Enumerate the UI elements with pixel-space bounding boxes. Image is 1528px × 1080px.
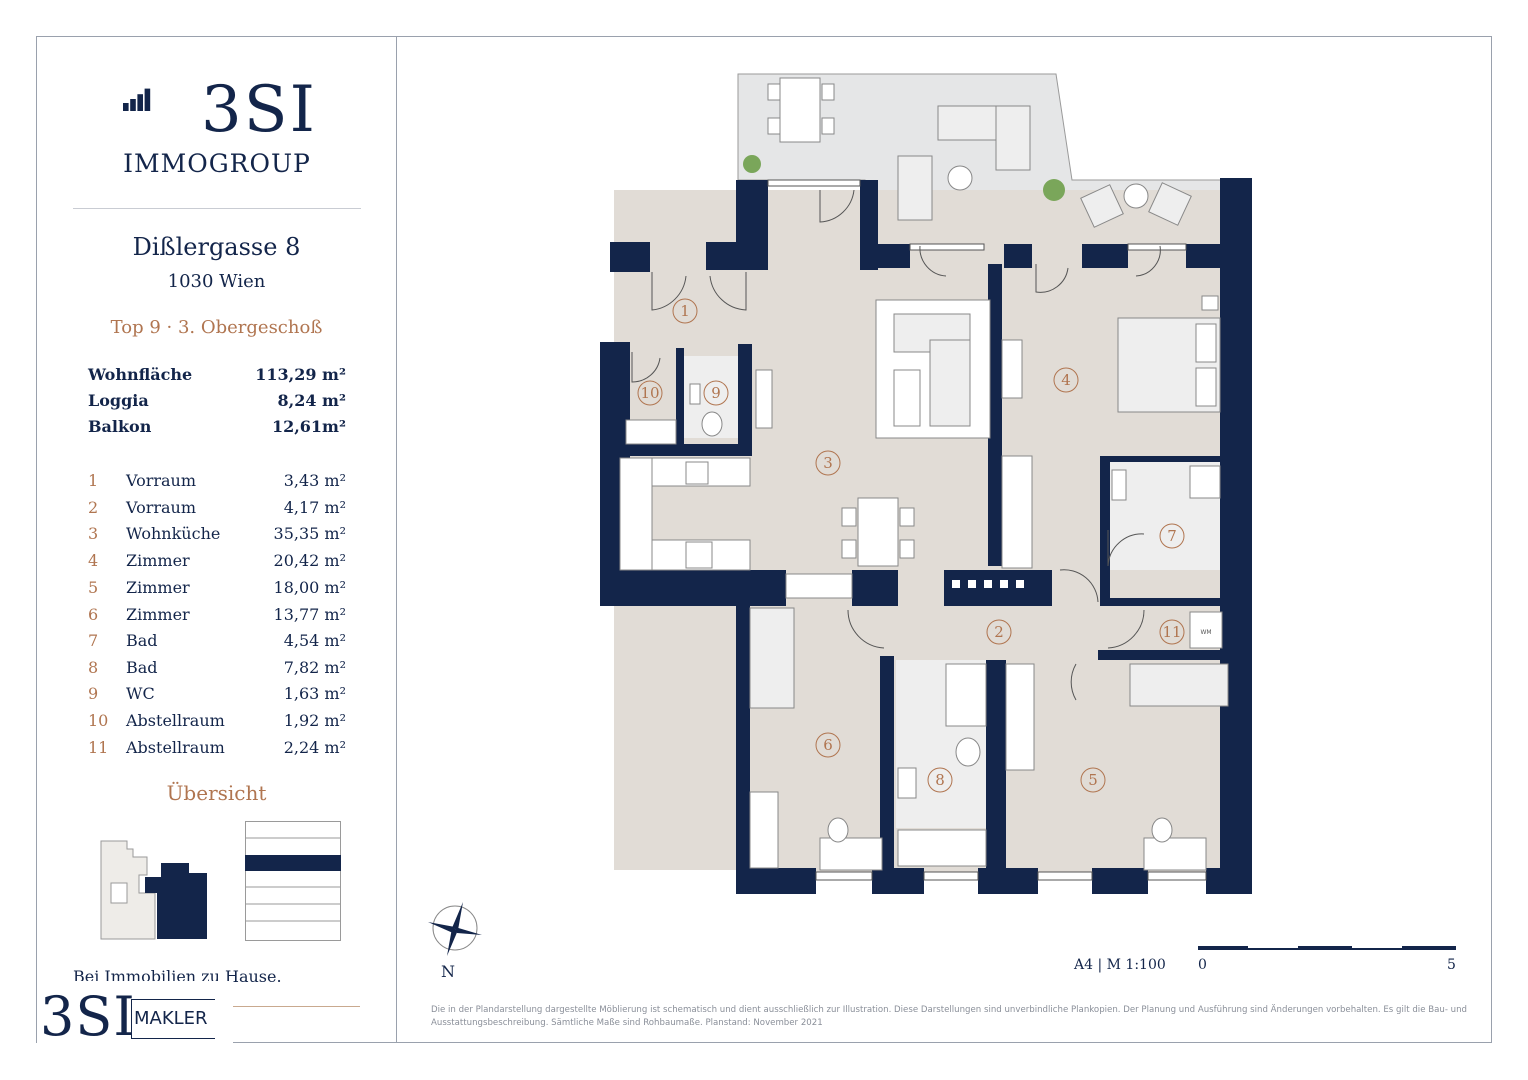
washing-machine-label: WM <box>1200 629 1211 636</box>
room-marker-11: 11 <box>1162 623 1181 641</box>
room-marker-5: 5 <box>1088 771 1098 789</box>
north-label: N <box>441 962 455 981</box>
room-marker-10: 10 <box>640 384 659 402</box>
slogan-underline <box>217 1006 360 1007</box>
furniture <box>619 77 1229 871</box>
plant-icon <box>743 155 761 173</box>
room-marker-7: 7 <box>1167 527 1177 545</box>
maker-logo-box <box>37 981 233 1059</box>
address-city: 1030 Wien <box>167 271 266 292</box>
room-markers <box>637 298 1185 793</box>
room-marker-6: 6 <box>823 736 833 754</box>
room-marker-1: 1 <box>680 302 690 320</box>
sidebar-divider <box>396 36 397 1043</box>
scale-label: A4 | M 1:100 <box>1074 957 1166 973</box>
room-marker-8: 8 <box>935 771 945 789</box>
maker-logo-word: MAKLER <box>131 999 215 1039</box>
plant-icon <box>1043 179 1065 201</box>
floor-overview-stack <box>245 821 341 941</box>
maker-logo-text: 3SI <box>40 985 136 1048</box>
north-arrow-icon <box>428 902 482 956</box>
brand-logo-subtitle: IMMOGROUP <box>123 149 311 178</box>
overview-title: Übersicht <box>166 781 267 805</box>
room-marker-4: 4 <box>1061 371 1071 389</box>
address-street: Dißlergasse 8 <box>132 233 301 261</box>
header-divider <box>73 208 361 209</box>
brand-logo-bars-icon <box>123 88 151 111</box>
windows <box>767 179 1207 881</box>
ventilation-shafts <box>952 580 1024 588</box>
page-frame <box>36 36 1492 1043</box>
sidebar: 3SI IMMOGROUP Dißlergasse 8 1030 Wien To… <box>37 37 396 1059</box>
room-marker-9: 9 <box>711 384 721 402</box>
room-marker-3: 3 <box>823 454 833 472</box>
room-marker-2: 2 <box>994 623 1004 641</box>
site-overview-map <box>100 840 207 940</box>
disclaimer: Die in der Plandarstellung dargestellte … <box>431 1005 1467 1028</box>
scale-start: 0 <box>1198 957 1207 973</box>
scale-bar <box>1198 946 1456 950</box>
door-swings <box>631 189 1161 701</box>
floor-plan: 1 10 9 3 4 7 2 11 6 8 5 WM N <box>428 73 1456 981</box>
unit-title: Top 9 · 3. Obergeschoß <box>110 317 323 338</box>
scale-end: 5 <box>1447 957 1456 973</box>
brand-logo-text: 3SI <box>201 73 317 147</box>
